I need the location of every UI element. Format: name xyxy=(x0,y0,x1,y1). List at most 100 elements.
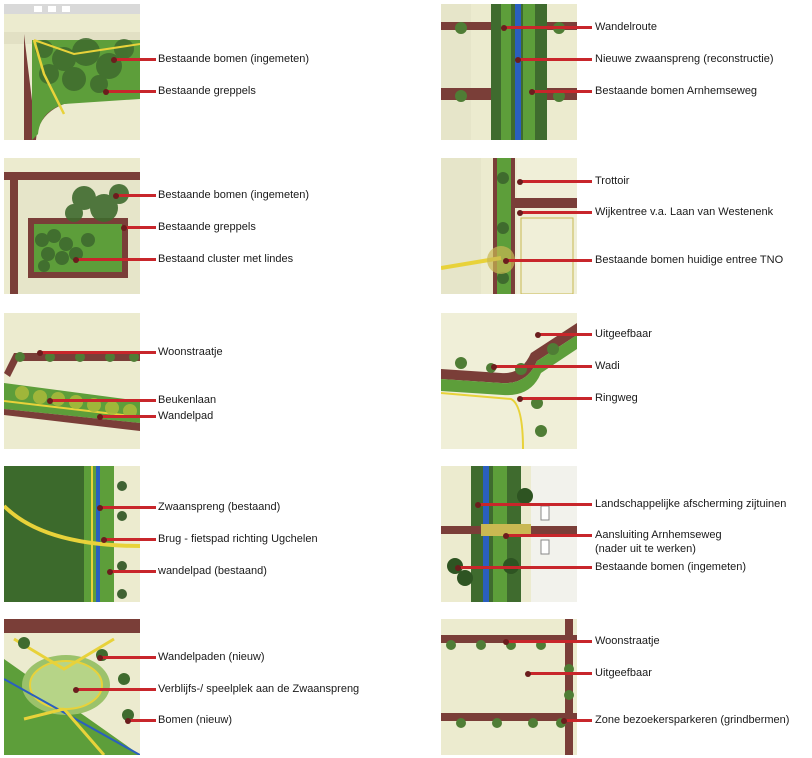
leader-dot xyxy=(515,56,521,63)
panel-label: Woonstraatje xyxy=(595,635,660,647)
map-panel-7-drawing xyxy=(4,466,140,602)
map-panel-4 xyxy=(441,158,577,294)
leader-line xyxy=(538,333,592,336)
leader-line xyxy=(50,399,156,402)
leader-line xyxy=(478,503,592,506)
panel-label: Bestaande bomen huidige entree TNO xyxy=(595,254,784,266)
map-panel-2 xyxy=(441,4,577,140)
leader-line xyxy=(76,688,156,691)
leader-dot xyxy=(503,257,509,264)
leader-dot xyxy=(111,56,117,63)
map-panel-4-drawing xyxy=(441,158,577,294)
panel-label: Verblijfs-/ speelplek aan de Zwaanspreng xyxy=(158,683,360,695)
panel-label: Wandelpaden (nieuw) xyxy=(158,651,265,663)
panel-label: Landschappelijke afscherming zijtuinen xyxy=(595,498,787,510)
map-panel-2-drawing xyxy=(441,4,577,140)
leader-dot xyxy=(97,654,103,661)
panel-label: Wijkentree v.a. Laan van Westenenk xyxy=(595,206,774,218)
map-panel-5 xyxy=(4,313,140,449)
leader-line xyxy=(114,58,156,61)
panel-label: Bestaande bomen (ingemeten) xyxy=(595,561,747,573)
leader-dot xyxy=(47,397,53,404)
leader-dot xyxy=(475,501,481,508)
leader-dot xyxy=(503,532,509,539)
panel-label: Ringweg xyxy=(595,392,638,404)
leader-dot xyxy=(97,413,103,420)
leader-line xyxy=(104,538,156,541)
panel-label: Zwaanspreng (bestaand) xyxy=(158,501,281,513)
leader-dot xyxy=(503,638,509,645)
panel-label: Uitgeefbaar xyxy=(595,667,652,679)
leader-line xyxy=(520,397,592,400)
leader-line xyxy=(110,570,156,573)
leader-line xyxy=(528,672,592,675)
map-panel-9-drawing xyxy=(4,619,140,755)
leader-dot xyxy=(73,256,79,263)
panel-label: Bestaande bomen (ingemeten) xyxy=(158,189,310,201)
map-panel-1-drawing xyxy=(4,4,140,140)
leader-dot xyxy=(73,686,79,693)
panel-label: Bestaande bomen (ingemeten) xyxy=(158,53,310,65)
panel-label: Nieuwe zwaanspreng (reconstructie) xyxy=(595,53,774,65)
leader-line xyxy=(128,719,156,722)
leader-line xyxy=(506,534,592,537)
leader-line xyxy=(100,506,156,509)
leader-dot xyxy=(103,88,109,95)
map-panel-3-drawing xyxy=(4,158,140,294)
leader-line xyxy=(100,656,156,659)
panel-label: Trottoir xyxy=(595,175,630,187)
leader-dot xyxy=(529,88,535,95)
map-panel-5-drawing xyxy=(4,313,140,449)
map-panel-9 xyxy=(4,619,140,755)
map-panel-1 xyxy=(4,4,140,140)
leader-line xyxy=(76,258,156,261)
leader-dot xyxy=(517,178,523,185)
panel-label: Bestaande bomen Arnhemseweg xyxy=(595,85,758,97)
leader-dot xyxy=(97,504,103,511)
leader-line xyxy=(494,365,592,368)
leader-dot xyxy=(107,568,113,575)
panel-label: Zone bezoekersparkeren (grindbermen) xyxy=(595,714,790,726)
leader-line xyxy=(100,415,156,418)
panel-label: Aansluiting Arnhemseweg (nader uit te we… xyxy=(595,529,722,555)
leader-line xyxy=(520,180,592,183)
panel-label: Bomen (nieuw) xyxy=(158,714,232,726)
leader-line xyxy=(124,226,156,229)
leader-line xyxy=(532,90,592,93)
leader-line xyxy=(106,90,156,93)
leader-line xyxy=(458,566,592,569)
panel-label: Uitgeefbaar xyxy=(595,328,652,340)
leader-dot xyxy=(113,192,119,199)
panel-label: Brug - fietspad richting Ugchelen xyxy=(158,533,318,545)
panel-label: Bestaand cluster met lindes xyxy=(158,253,294,265)
map-panel-7 xyxy=(4,466,140,602)
leader-line xyxy=(506,640,592,643)
leader-dot xyxy=(101,536,107,543)
leader-line xyxy=(504,26,592,29)
panel-label: Bestaande greppels xyxy=(158,85,256,97)
panel-label: Wandelroute xyxy=(595,21,657,33)
map-panel-3 xyxy=(4,158,140,294)
leader-dot xyxy=(525,670,531,677)
panel-label: Wadi xyxy=(595,360,620,372)
leader-line xyxy=(116,194,156,197)
leader-line xyxy=(520,211,592,214)
leader-dot xyxy=(37,349,43,356)
leader-line xyxy=(518,58,592,61)
leader-dot xyxy=(501,24,507,31)
leader-dot xyxy=(517,209,523,216)
panel-label: Beukenlaan xyxy=(158,394,217,406)
leader-dot xyxy=(455,564,461,571)
panel-label: wandelpad (bestaand) xyxy=(158,565,267,577)
panel-label: Wandelpad xyxy=(158,410,214,422)
leader-dot xyxy=(535,331,541,338)
panel-label: Woonstraatje xyxy=(158,346,223,358)
leader-line xyxy=(40,351,156,354)
leader-dot xyxy=(125,717,131,724)
leader-dot xyxy=(491,363,497,370)
leader-dot xyxy=(121,224,127,231)
leader-line xyxy=(564,719,592,722)
leader-dot xyxy=(517,395,523,402)
leader-line xyxy=(506,259,592,262)
leader-dot xyxy=(561,717,567,724)
